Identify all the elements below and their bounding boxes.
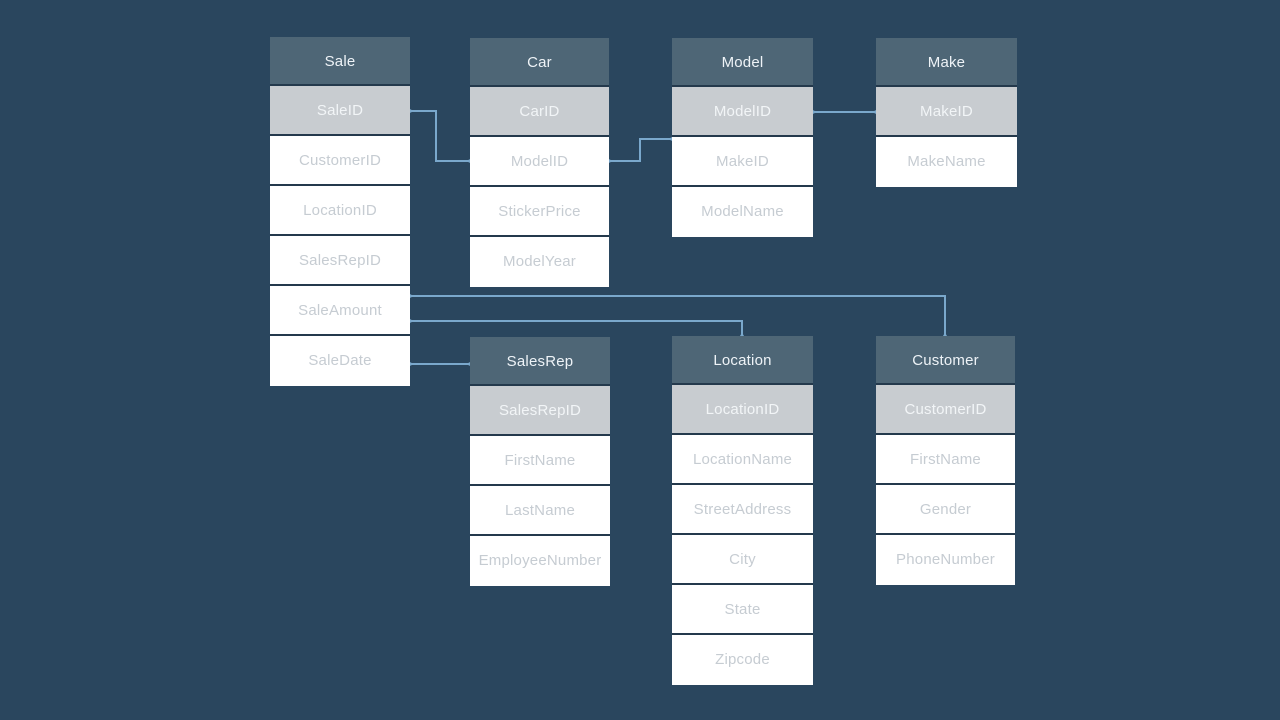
field-customer-customerid[interactable]: CustomerID (876, 385, 1015, 435)
field-car-stickerprice[interactable]: StickerPrice (470, 187, 609, 237)
connector-sale-to-car (410, 110, 470, 162)
field-car-modelyear[interactable]: ModelYear (470, 237, 609, 287)
field-salesrep-lastname[interactable]: LastName (470, 486, 610, 536)
field-model-makeid[interactable]: MakeID (672, 137, 813, 187)
field-customer-gender[interactable]: Gender (876, 485, 1015, 535)
field-location-locationid[interactable]: LocationID (672, 385, 813, 435)
field-model-modelname[interactable]: ModelName (672, 187, 813, 237)
field-sale-locationid[interactable]: LocationID (270, 186, 410, 236)
field-customer-phonenumber[interactable]: PhoneNumber (876, 535, 1015, 585)
connector-sale-to-location (410, 320, 743, 336)
field-make-makename[interactable]: MakeName (876, 137, 1017, 187)
field-location-state[interactable]: State (672, 585, 813, 635)
entity-header-make: Make (876, 38, 1017, 87)
field-sale-saleamount[interactable]: SaleAmount (270, 286, 410, 336)
connector-sale-to-customer (410, 295, 946, 336)
field-sale-salesrepid[interactable]: SalesRepID (270, 236, 410, 286)
entity-header-customer: Customer (876, 336, 1015, 385)
field-make-makeid[interactable]: MakeID (876, 87, 1017, 137)
entity-header-model: Model (672, 38, 813, 87)
field-model-modelid[interactable]: ModelID (672, 87, 813, 137)
entity-header-location: Location (672, 336, 813, 385)
connector-car-to-model (609, 138, 672, 162)
field-salesrep-firstname[interactable]: FirstName (470, 436, 610, 486)
entity-header-car: Car (470, 38, 609, 87)
field-salesrep-employeenumber[interactable]: EmployeeNumber (470, 536, 610, 586)
field-location-streetaddress[interactable]: StreetAddress (672, 485, 813, 535)
field-sale-saleid[interactable]: SaleID (270, 86, 410, 136)
field-sale-customerid[interactable]: CustomerID (270, 136, 410, 186)
field-location-locationname[interactable]: LocationName (672, 435, 813, 485)
field-location-zipcode[interactable]: Zipcode (672, 635, 813, 685)
entity-header-sale: Sale (270, 37, 410, 86)
entity-header-salesrep: SalesRep (470, 337, 610, 386)
field-car-carid[interactable]: CarID (470, 87, 609, 137)
field-sale-saledate[interactable]: SaleDate (270, 336, 410, 386)
field-location-city[interactable]: City (672, 535, 813, 585)
field-car-modelid[interactable]: ModelID (470, 137, 609, 187)
field-salesrep-salesrepid[interactable]: SalesRepID (470, 386, 610, 436)
field-customer-firstname[interactable]: FirstName (876, 435, 1015, 485)
